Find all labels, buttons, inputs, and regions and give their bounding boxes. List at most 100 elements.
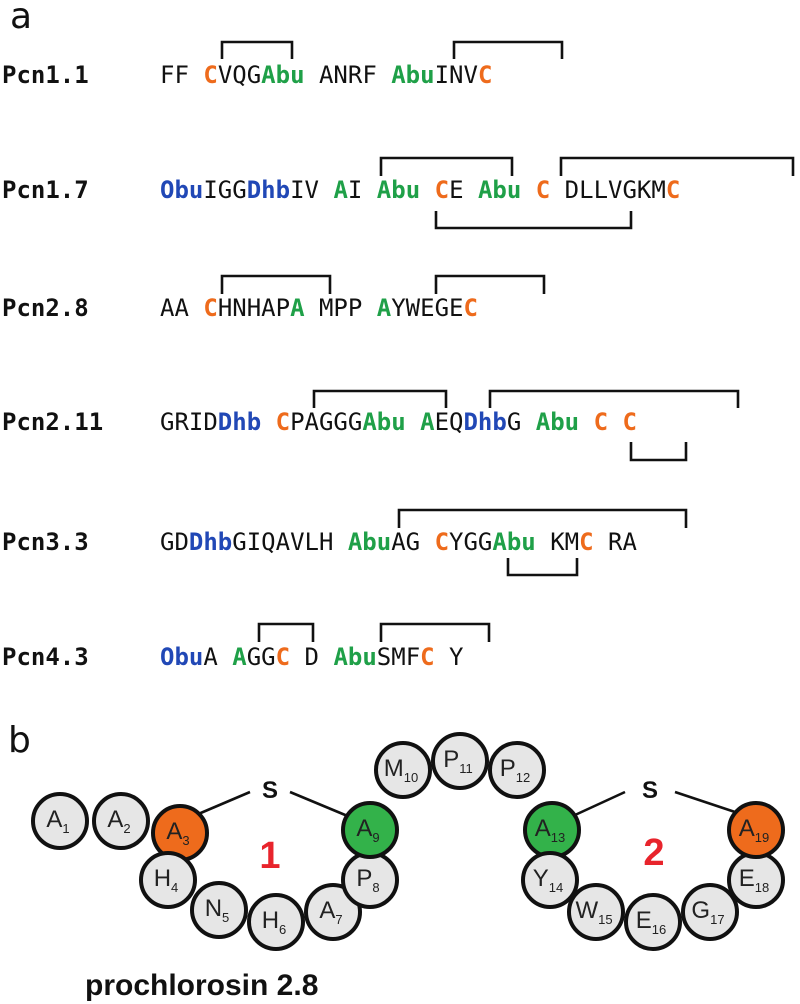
residue-circle: [139, 851, 197, 909]
residue-label: E18: [739, 865, 769, 895]
sequence-segment-green: Abu: [391, 61, 434, 89]
bracket: [312, 389, 448, 408]
sequence-segment-normal: INV: [435, 61, 478, 89]
bracket: [220, 274, 332, 294]
panel-a-label: a: [10, 0, 32, 37]
sequence-segment-normal: AG: [391, 528, 434, 556]
sequence-segment-blue: Dhb: [247, 176, 290, 204]
sequence-segment-normal: YGG: [449, 528, 492, 556]
figure-caption: prochlorosin 2.8: [85, 969, 318, 1002]
residue-label: A7: [319, 897, 342, 927]
thioether-bond: [195, 790, 251, 817]
bracket: [397, 508, 688, 528]
sequence-segment-green: Abu: [377, 176, 420, 204]
residue-circle: [92, 792, 150, 850]
residue-A3: A3: [151, 804, 209, 862]
sequence-segment-normal: [579, 408, 593, 436]
sequence-segment-normal: D: [290, 643, 333, 671]
residue-label: E16: [636, 907, 666, 937]
bracket: [379, 156, 514, 176]
residue-E16: E16: [624, 893, 682, 951]
residue-circle: [624, 893, 682, 951]
residue-P11: P11: [431, 732, 489, 790]
sequence-segment-green: Abu: [492, 528, 535, 556]
sequence-segment-normal: E: [449, 176, 478, 204]
sequence-segment-normal: [608, 408, 622, 436]
residue-P12: P12: [488, 741, 546, 799]
peptide-sequence: ObuIGGDhbIV AI Abu CE Abu C DLLVGKMC: [160, 176, 680, 204]
bracket: [434, 211, 633, 230]
residue-number: 6: [279, 922, 286, 937]
sequence-segment-orange: C: [203, 294, 217, 322]
sequence-segment-normal: SMF: [377, 643, 420, 671]
thioether-bond: [674, 790, 736, 814]
crosslink-brackets: [220, 40, 795, 642]
sequence-segment-orange: C: [536, 176, 550, 204]
residue-letter: A: [356, 815, 372, 842]
residue-H6: H6: [247, 893, 305, 951]
sequence-segment-normal: G: [507, 408, 536, 436]
residue-label: G17: [691, 897, 724, 927]
residue-letter: E: [636, 907, 652, 934]
residue-letter: A: [107, 806, 123, 833]
residue-letter: A: [166, 818, 182, 845]
residue-A7: A7: [304, 883, 362, 941]
residue-letter: A: [46, 806, 62, 833]
residue-label: A9: [356, 815, 379, 845]
ring-label-2: 2: [643, 832, 664, 874]
residue-label: A2: [107, 806, 130, 836]
peptide-name: Pcn2.8: [2, 294, 89, 322]
sequence-segment-normal: FF: [160, 61, 203, 89]
residue-number: 14: [549, 880, 563, 895]
residue-circle: [431, 732, 489, 790]
sequence-segment-normal: [521, 176, 535, 204]
residue-letter: G: [691, 897, 710, 924]
residue-number: 7: [335, 912, 342, 927]
sequence-segment-orange: C: [420, 643, 434, 671]
sequence-segment-normal: [420, 176, 434, 204]
sequence-segment-green: Abu: [478, 176, 521, 204]
residue-label: P8: [356, 865, 379, 895]
peptide-name: Pcn1.1: [2, 61, 89, 89]
sequence-segment-normal: VQG: [218, 61, 261, 89]
panel-b-label: b: [8, 720, 31, 761]
bracket: [629, 442, 688, 462]
sequence-segment-orange: C: [594, 408, 608, 436]
bracket: [220, 40, 294, 59]
sequence-segment-green: A: [420, 408, 435, 436]
residue-label: P11: [443, 746, 473, 776]
residue-circle: [567, 883, 625, 941]
sequence-segment-green: Abu: [536, 408, 579, 436]
sequence-segment-normal: KM: [536, 528, 579, 556]
residue-P8: P8: [341, 851, 399, 909]
thioether-bond: [289, 790, 351, 819]
residue-circle: [247, 893, 305, 951]
sequence-segment-normal: IGG: [203, 176, 246, 204]
residue-letter: H: [154, 865, 171, 892]
residue-A13: A13: [523, 801, 581, 859]
residue-number: 3: [182, 833, 189, 848]
peptide-name: Pcn4.3: [2, 643, 89, 671]
residue-label: W15: [575, 897, 612, 927]
sequence-segment-normal: GRID: [160, 408, 218, 436]
residue-label: A3: [166, 818, 189, 848]
peptide-sequence: GRIDDhb CPAGGGAbu AEQDhbG Abu C C: [160, 408, 637, 436]
sequence-segment-green: Abu: [333, 643, 376, 671]
residue-E18: E18: [727, 851, 785, 909]
residue-letter: P: [500, 755, 516, 782]
residue-circle: [521, 851, 579, 909]
residue-Y14: Y14: [521, 851, 579, 909]
residue-number: 13: [551, 830, 565, 845]
residue-number: 15: [598, 912, 612, 927]
residue-label: A13: [535, 815, 565, 845]
residue-letter: N: [205, 895, 222, 922]
peptide-sequence: ObuA AGGC D AbuSMFC Y: [160, 643, 464, 671]
residue-number: 16: [652, 922, 666, 937]
sequence-segment-normal: RA: [594, 528, 638, 556]
residue-number: 2: [123, 821, 130, 836]
sequence-segment-normal: [261, 408, 275, 436]
sequence-segment-normal: HNHAP: [218, 294, 290, 322]
